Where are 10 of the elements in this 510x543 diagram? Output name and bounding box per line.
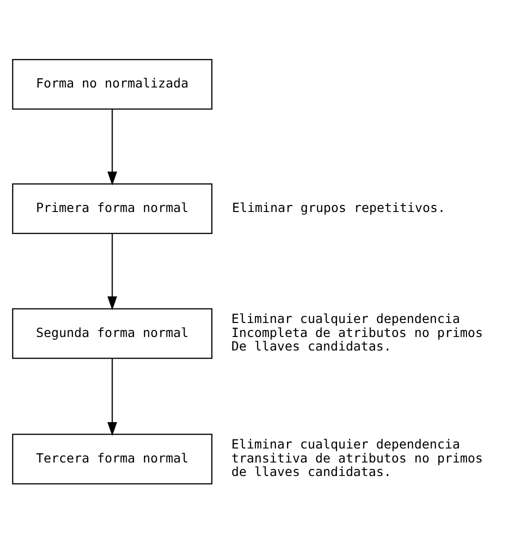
node-label: Eliminar cualquier dependencia Incompleta de atributos no primos De llaves candidatas.: [231, 310, 483, 354]
arrow: [107, 232, 118, 310]
node-box: Forma no normalizada: [12, 58, 212, 110]
node-label: Eliminar cualquier dependencia transitiva de atributos no primos de llaves candidatas.: [231, 436, 483, 479]
node-box: Primera forma normal: [12, 182, 212, 234]
node-label: Eliminar grupos repetitivos.: [232, 199, 446, 214]
node-box: Tercera forma normal: [12, 433, 212, 484]
arrow: [107, 108, 118, 186]
node-box: Segunda forma normal: [12, 308, 212, 358]
arrow: [107, 358, 118, 436]
